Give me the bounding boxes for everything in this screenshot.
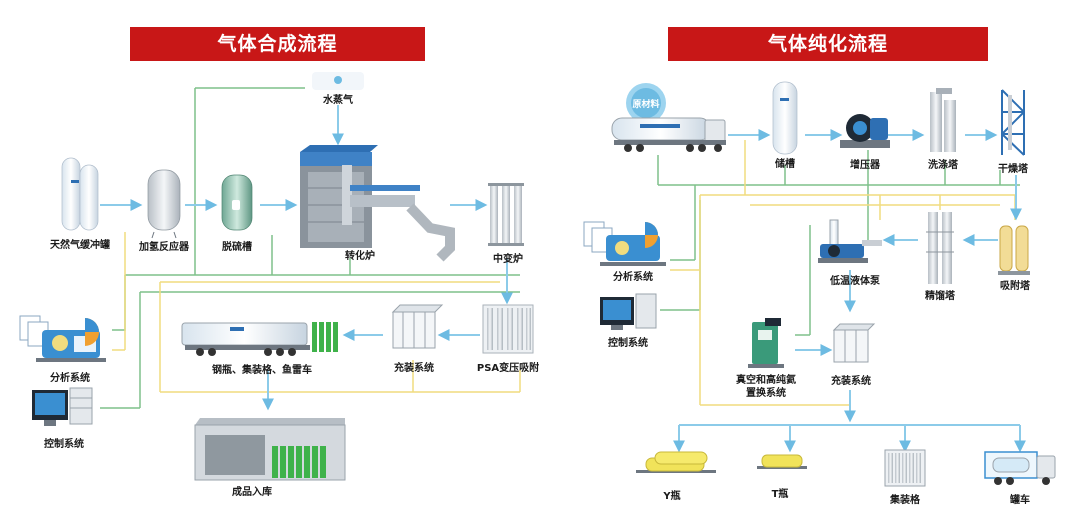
adsorption-tower-label: 吸附塔 (1000, 281, 1030, 292)
purification-analysis-system-image (583, 221, 666, 266)
reformer-image (300, 145, 455, 262)
rectification-tower-image (926, 212, 954, 284)
synthesis-analysis-system-label: 分析系统 (50, 373, 90, 384)
vacuum-replacement-label-line2: 置换系统 (746, 388, 786, 399)
raw-material-tanker-image (611, 83, 726, 152)
purification-title-banner: 气体纯化流程 (668, 27, 988, 61)
booster-image (840, 114, 890, 148)
reformer-label: 转化炉 (345, 251, 375, 262)
natural-gas-buffer-label: 天然气缓冲罐 (50, 240, 110, 251)
drying-tower-image (1001, 89, 1025, 156)
synthesis-flow-arrows (100, 105, 513, 411)
vacuum-replacement-label-line1: 真空和高纯氦 (736, 375, 796, 386)
purification-filling-system-image (832, 323, 876, 363)
desulfurization-tank-image (221, 174, 253, 231)
synthesis-control-system-image (32, 387, 93, 426)
synthesis-title-banner: 气体合成流程 (130, 27, 425, 61)
water-vapor-cloud (312, 72, 364, 90)
cryogenic-pump-image (818, 219, 882, 263)
synthesis-diagram (19, 72, 534, 481)
y-cylinder-label: Y瓶 (663, 491, 681, 502)
synthesis-filling-system-image (391, 304, 444, 349)
t-cylinder-image (757, 454, 807, 469)
synthesis-analysis-system-image (19, 315, 106, 362)
purification-rail-lines (657, 150, 1020, 336)
purification-control-system-image (600, 293, 657, 330)
desulfurization-tank-label: 脱硫槽 (222, 242, 252, 253)
adsorption-tower-image (998, 225, 1030, 275)
synthesis-title: 气体合成流程 (217, 33, 338, 55)
synthesis-filling-system-label: 充装系统 (394, 363, 434, 374)
purification-signal-lines (670, 140, 1016, 406)
hydrogenation-reactor-label: 加氢反应器 (139, 242, 189, 253)
tank-truck-image (984, 451, 1056, 485)
booster-label: 增压器 (850, 160, 880, 171)
warehouse-image (194, 418, 346, 481)
psa-image (482, 304, 534, 354)
washing-tower-label: 洗涤塔 (928, 160, 958, 171)
synthesis-rail-lines (100, 87, 520, 409)
purification-title: 气体纯化流程 (767, 33, 888, 55)
hydrogenation-reactor-image (147, 169, 181, 239)
purification-diagram (583, 81, 1056, 487)
warehouse-label: 成品入库 (232, 487, 272, 498)
purification-control-system-label: 控制系统 (608, 338, 648, 349)
tube-trailer-image (181, 322, 338, 356)
synthesis-signal-lines (112, 232, 521, 393)
raw-material-label: 原材料 (632, 100, 660, 110)
purification-analysis-system-label: 分析系统 (613, 272, 653, 283)
purification-filling-system-label: 充装系统 (831, 376, 871, 387)
cylinder-bundle-image (884, 449, 926, 487)
y-cylinder-image (636, 451, 716, 473)
water-vapor-label: 水蒸气 (323, 95, 353, 106)
cryo-pump-label: 低温液体泵 (830, 276, 880, 287)
storage-tank-label: 储槽 (775, 159, 795, 170)
tank-truck-label: 罐车 (1010, 495, 1030, 506)
synthesis-control-system-label: 控制系统 (44, 439, 84, 450)
shift-furnace-label: 中变炉 (493, 254, 523, 265)
psa-label: PSA变压吸附 (476, 363, 540, 374)
washing-tower-image (930, 88, 956, 152)
natural-gas-buffer-tank-image (61, 157, 99, 231)
drying-tower-label: 干燥塔 (998, 164, 1028, 175)
shift-furnace-image (488, 183, 524, 246)
cylinders-trailers-label: 钢瓶、集装格、鱼雷车 (212, 365, 312, 376)
vacuum-replacement-system-image (748, 318, 784, 368)
cylinder-bundle-label: 集装格 (890, 495, 920, 506)
purification-flow-arrows (673, 129, 1026, 453)
storage-tank-image (772, 81, 798, 155)
t-cylinder-label: T瓶 (771, 489, 789, 500)
rectification-tower-label: 精馏塔 (925, 291, 955, 302)
